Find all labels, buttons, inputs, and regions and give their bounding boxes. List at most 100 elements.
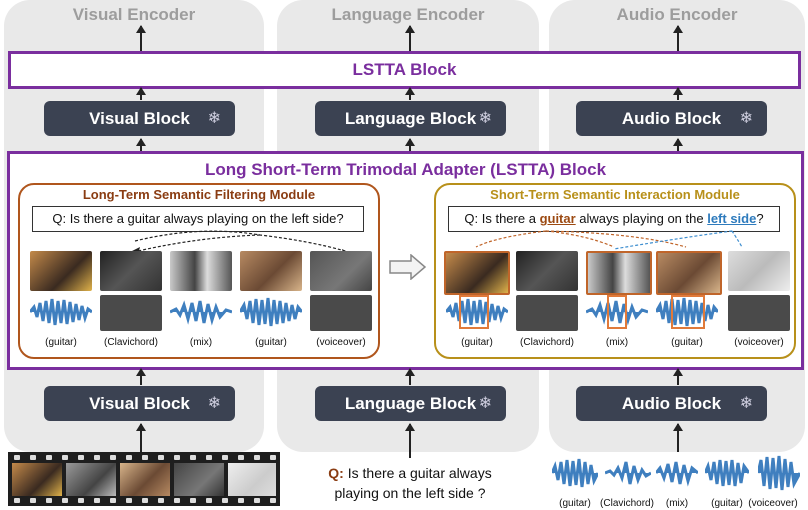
waveform-clavichord bbox=[516, 295, 578, 331]
short-term-question-prefix: Q: Is there a bbox=[464, 211, 540, 226]
waveform-voiceover bbox=[310, 295, 372, 331]
waveform-icon bbox=[758, 455, 800, 491]
audio-caption: (guitar) bbox=[711, 498, 743, 509]
lstta-adapter-block: Long Short-Term Trimodal Adapter (LSTTA)… bbox=[7, 151, 804, 370]
waveform-icon bbox=[446, 295, 508, 329]
long-term-module: Long-Term Semantic Filtering Module Q: I… bbox=[18, 183, 380, 359]
film-frame bbox=[120, 463, 170, 496]
audio-block-label: Audio Block bbox=[621, 394, 722, 413]
visual-block-label: Visual Block bbox=[89, 109, 190, 128]
arrow-up-language-4 bbox=[405, 368, 415, 385]
waveform-icon bbox=[240, 297, 302, 327]
arrow-right-icon bbox=[389, 254, 427, 280]
arrow-up-visual-3 bbox=[136, 138, 146, 151]
film-frame bbox=[228, 463, 276, 496]
audio-block-upper: Audio Block ❄ bbox=[576, 101, 767, 136]
visual-block-upper: Visual Block ❄ bbox=[44, 101, 235, 136]
visual-block-label: Visual Block bbox=[89, 394, 190, 413]
video-frame-mix bbox=[170, 251, 232, 291]
highlight-guitar: guitar bbox=[539, 211, 576, 226]
waveform-icon bbox=[586, 295, 648, 329]
snowflake-icon: ❄ bbox=[478, 395, 492, 412]
film-frame bbox=[12, 463, 62, 496]
snowflake-icon: ❄ bbox=[739, 395, 753, 412]
arrow-up-language-5 bbox=[405, 423, 415, 458]
input-question: Q: Is there a guitar always playing on t… bbox=[300, 463, 520, 503]
short-term-module: Short-Term Semantic Interaction Module Q… bbox=[434, 183, 796, 359]
arrow-up-audio-top bbox=[673, 25, 683, 51]
film-frame bbox=[66, 463, 116, 496]
video-frame-voiceover bbox=[728, 251, 790, 291]
question-line-1: Is there a guitar always bbox=[343, 465, 492, 481]
waveform-icon bbox=[656, 461, 698, 487]
short-term-caption: (guitar) bbox=[461, 337, 493, 348]
long-term-caption: (mix) bbox=[189, 337, 213, 348]
long-term-caption: (guitar) bbox=[45, 337, 77, 348]
arrow-up-language-3 bbox=[405, 138, 415, 151]
long-term-title: Long-Term Semantic Filtering Module bbox=[82, 187, 316, 202]
arrow-up-visual-4 bbox=[136, 368, 146, 385]
video-frame-guitar bbox=[30, 251, 92, 291]
arrow-up-visual-top bbox=[136, 25, 146, 51]
arrow-up-language-2 bbox=[405, 87, 415, 100]
video-frame-mix-attended bbox=[586, 251, 652, 295]
language-block-label: Language Block bbox=[344, 109, 477, 128]
language-block-label: Language Block bbox=[344, 394, 477, 413]
waveform-voiceover bbox=[728, 295, 790, 331]
video-frame-voiceover bbox=[310, 251, 372, 291]
highlight-left-side: left side bbox=[707, 211, 757, 226]
question-q-label: Q: bbox=[328, 465, 344, 481]
short-term-question-mid: always playing on the bbox=[575, 211, 708, 226]
long-term-caption: (Clavichord) bbox=[104, 337, 158, 348]
snowflake-icon: ❄ bbox=[207, 395, 221, 412]
snowflake-icon: ❄ bbox=[478, 110, 492, 127]
lstta-block-top: LSTTA Block bbox=[8, 51, 801, 89]
waveform-icon bbox=[705, 459, 749, 487]
video-frame-clavichord bbox=[100, 251, 162, 291]
video-frame-guitar-attended bbox=[444, 251, 510, 295]
arrow-up-audio-4 bbox=[673, 368, 683, 385]
audio-caption: (mix) bbox=[665, 498, 689, 509]
video-frame-guitar-2-attended bbox=[656, 251, 722, 295]
long-term-question: Q: Is there a guitar always playing on t… bbox=[32, 206, 364, 232]
waveform-icon bbox=[30, 298, 92, 326]
long-term-caption: (voiceover) bbox=[316, 337, 366, 348]
audio-caption: (guitar) bbox=[559, 498, 591, 509]
film-strip-icon bbox=[8, 452, 280, 506]
question-line-2: playing on the left side ? bbox=[334, 485, 486, 501]
waveform-icon bbox=[605, 461, 651, 485]
snowflake-icon: ❄ bbox=[207, 110, 221, 127]
short-term-title: Short-Term Semantic Interaction Module bbox=[490, 187, 740, 202]
audio-block-lower: Audio Block ❄ bbox=[576, 386, 767, 421]
audio-block-label: Audio Block bbox=[621, 109, 722, 128]
waveform-icon bbox=[552, 458, 598, 488]
short-term-caption: (voiceover) bbox=[734, 337, 784, 348]
video-frame-guitar-2 bbox=[240, 251, 302, 291]
waveform-icon bbox=[170, 300, 232, 326]
visual-encoder-title: Visual Encoder bbox=[72, 5, 196, 24]
short-term-caption: (Clavichord) bbox=[520, 337, 574, 348]
waveform-clavichord bbox=[100, 295, 162, 331]
short-term-caption: (guitar) bbox=[671, 337, 703, 348]
adapter-title: Long Short-Term Trimodal Adapter (LSTTA)… bbox=[204, 160, 607, 179]
short-term-question-suffix: ? bbox=[756, 211, 764, 226]
audio-caption: (Clavichord) bbox=[600, 498, 654, 509]
video-frame-clavichord bbox=[516, 251, 578, 291]
interaction-arcs bbox=[475, 230, 743, 250]
short-term-caption: (mix) bbox=[605, 337, 629, 348]
film-frame bbox=[174, 463, 224, 496]
arrow-up-visual-2 bbox=[136, 87, 146, 100]
snowflake-icon: ❄ bbox=[739, 110, 753, 127]
language-block-upper: Language Block ❄ bbox=[315, 101, 506, 136]
arrow-up-language-top bbox=[405, 25, 415, 51]
arrow-up-audio-2 bbox=[673, 87, 683, 100]
language-encoder-title: Language Encoder bbox=[331, 5, 485, 24]
visual-block-lower: Visual Block ❄ bbox=[44, 386, 235, 421]
arrow-up-audio-3 bbox=[673, 138, 683, 151]
waveform-icon bbox=[656, 295, 718, 329]
arrow-up-visual-5 bbox=[136, 423, 146, 452]
short-term-question: Q: Is there a guitar always playing on t… bbox=[448, 206, 780, 232]
audio-encoder-title: Audio Encoder bbox=[616, 5, 738, 24]
arrow-up-audio-5 bbox=[673, 423, 683, 452]
language-block-lower: Language Block ❄ bbox=[315, 386, 506, 421]
